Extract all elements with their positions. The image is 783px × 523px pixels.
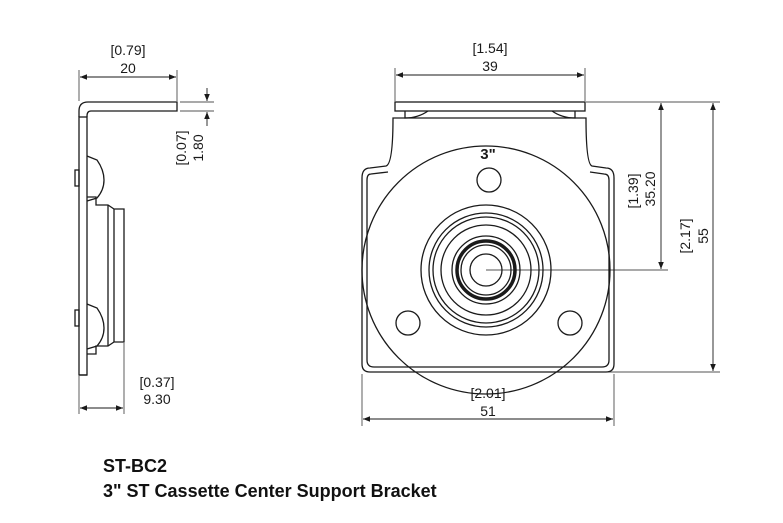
side-width-mm-label: 20 [120,60,136,76]
product-name: 3" ST Cassette Center Support Bracket [103,481,437,501]
product-model: ST-BC2 [103,456,168,476]
front-view-top-tab [394,101,586,112]
front-view-hole-left [395,310,421,336]
front-width-mm-label: 51 [480,403,496,419]
side-width-in-label: [0.79] [110,42,145,58]
side-view-top-tab [78,101,178,117]
front-center-height-in-label: [1.39] [625,173,641,208]
front-tab-width-mm-label: 39 [482,58,498,74]
front-tab-width-in-label: [1.54] [472,40,507,56]
side-view-upper-dimple [86,155,105,202]
front-view-hole-right [557,310,583,336]
front-view-hole-top [476,167,502,193]
side-boss-in-label: [0.37] [139,374,174,390]
side-view-plate [78,116,88,376]
side-thickness-in-label: [0.07] [173,130,189,165]
front-total-height-in-label: [2.17] [677,218,693,253]
front-total-height-mm-label: 55 [695,228,711,244]
side-thickness-mm-label: 1.80 [190,134,206,161]
front-center-height-mm-label: 35.20 [642,171,658,206]
front-width-in-label: [2.01] [470,385,505,401]
side-boss-mm-label: 9.30 [143,391,170,407]
side-view-boss [87,196,125,355]
front-view-plate [361,117,615,373]
side-view: [0.79] 20 [0.07] 1.80 [0.37] 9.30 [74,42,214,414]
side-view-lower-dimple [86,303,105,350]
front-view: 3" [1.54] 39 [1.39] 35.20 [2.17] 55 [2.0… [361,40,720,426]
front-view-plate-mark: 3" [480,146,495,163]
